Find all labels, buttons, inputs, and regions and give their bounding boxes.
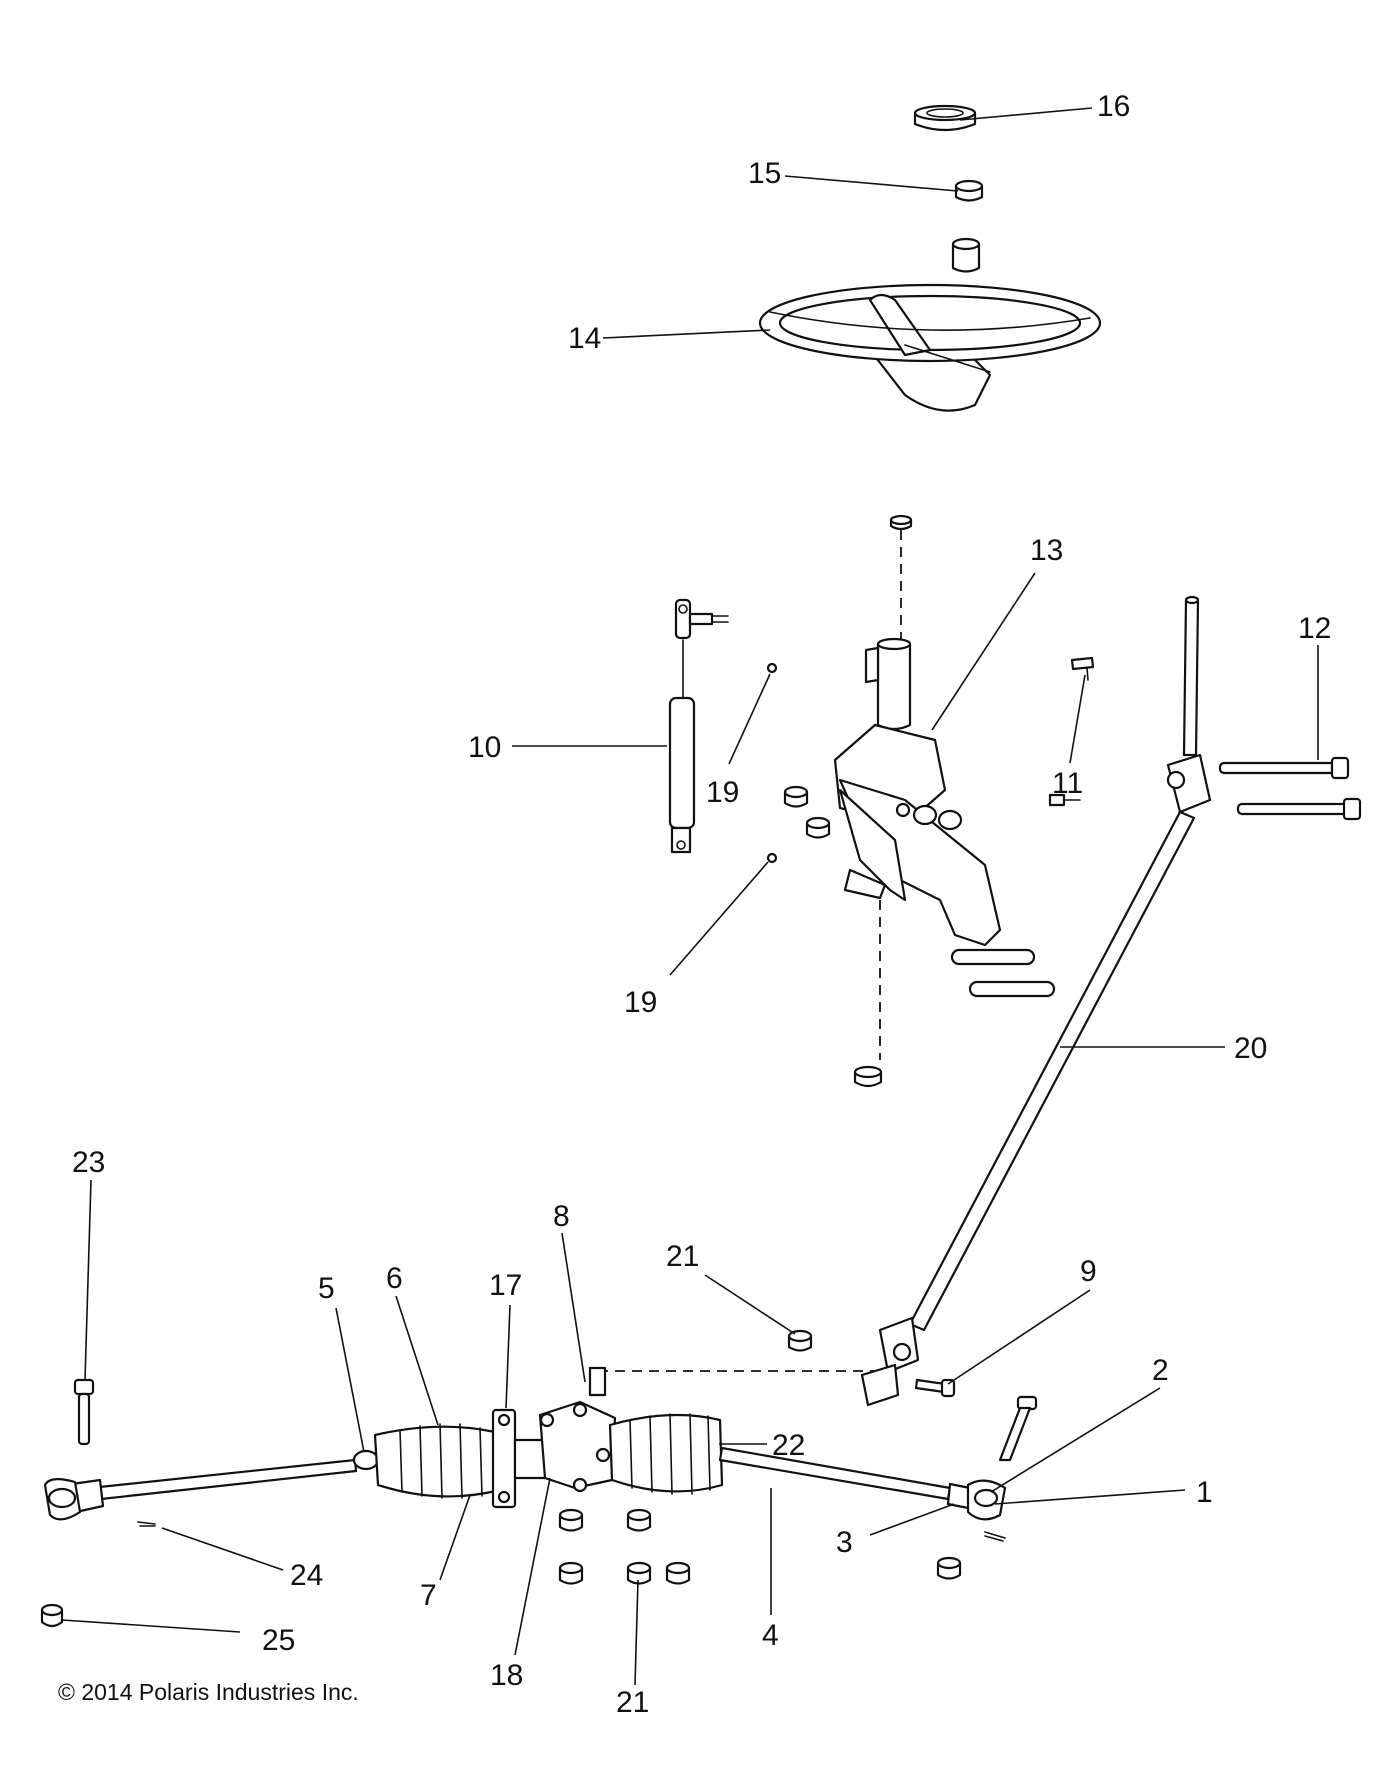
part-12-long-bolts bbox=[1218, 756, 1362, 821]
callout-1: 1 bbox=[1196, 1476, 1213, 1509]
callout-19-upper: 19 bbox=[706, 776, 739, 809]
callout-22: 21 bbox=[616, 1686, 649, 1719]
callout-24: 23 bbox=[72, 1146, 105, 1179]
callout-8: 8 bbox=[553, 1200, 570, 1233]
copyright-notice: © 2014 Polaris Industries Inc. bbox=[58, 1679, 359, 1705]
tie-rod-bolt bbox=[998, 1395, 1038, 1462]
callout-26: 25 bbox=[262, 1624, 295, 1657]
callout-9: 9 bbox=[1080, 1255, 1097, 1288]
part-11-bolts bbox=[1048, 656, 1095, 807]
callout-14: 14 bbox=[568, 322, 601, 355]
part-15-nut bbox=[954, 179, 984, 202]
part-24-bolt bbox=[73, 1378, 95, 1446]
part-25-cotter-pins bbox=[137, 1521, 1006, 1542]
callout-19-lower: 19 bbox=[624, 986, 657, 1019]
callout-7: 7 bbox=[420, 1579, 437, 1612]
callout-25: 24 bbox=[290, 1559, 323, 1592]
callout-23: 22 bbox=[772, 1429, 805, 1462]
callout-3: 3 bbox=[836, 1526, 853, 1559]
callout-13: 13 bbox=[1030, 534, 1063, 567]
callout-15: 15 bbox=[748, 157, 781, 190]
callout-4: 4 bbox=[762, 1619, 779, 1652]
callout-20: 20 bbox=[1234, 1032, 1267, 1065]
part-26-bushing bbox=[40, 1603, 64, 1628]
part-14-steering-wheel bbox=[758, 283, 1102, 412]
callout-17: 17 bbox=[489, 1269, 522, 1302]
callout-10: 10 bbox=[468, 731, 501, 764]
part-10-gas-strut bbox=[668, 598, 729, 854]
callout-16: 16 bbox=[1097, 90, 1130, 123]
part-16-steering-cap bbox=[913, 104, 977, 132]
callout-labels: 16 15 14 13 12 11 10 19 19 20 23 21 8 9 … bbox=[72, 90, 1331, 1719]
part-13-column-bracket bbox=[833, 514, 1002, 1088]
steering-rack-assembly bbox=[43, 1366, 1007, 1521]
part-21-nut bbox=[787, 1329, 813, 1352]
part-9-bolt bbox=[914, 1378, 956, 1398]
leader-lines bbox=[61, 107, 1319, 1686]
callout-18: 18 bbox=[490, 1659, 523, 1692]
column-sleeves bbox=[950, 948, 1056, 998]
callout-6: 6 bbox=[386, 1262, 403, 1295]
callout-5: 5 bbox=[318, 1272, 335, 1305]
callout-2: 2 bbox=[1152, 1354, 1169, 1387]
part-19-nuts bbox=[766, 662, 831, 864]
part-22-nuts bbox=[558, 1508, 962, 1585]
part-20-steering-shaft bbox=[860, 595, 1212, 1407]
steering-hub-spline bbox=[951, 237, 981, 273]
callout-12: 12 bbox=[1298, 612, 1331, 645]
callout-11: 11 bbox=[1052, 767, 1083, 800]
callout-21: 21 bbox=[666, 1240, 699, 1273]
